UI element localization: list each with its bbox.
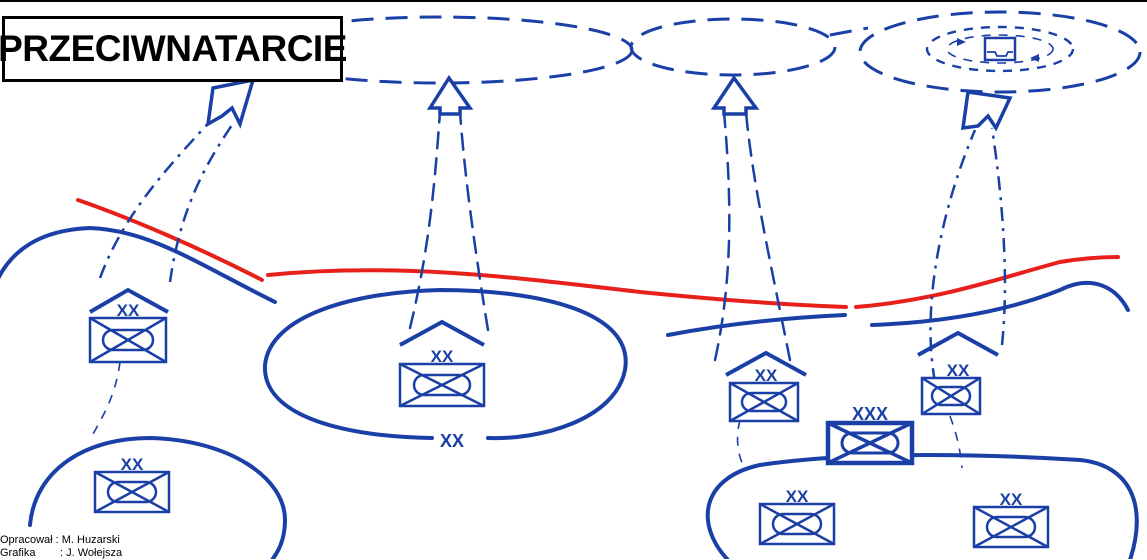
credits-graphics-label: Grafika <box>0 547 36 559</box>
svg-text:XX: XX <box>117 301 140 320</box>
division-unit-6: XX <box>758 487 836 546</box>
svg-text:XX: XX <box>121 455 144 474</box>
division-unit-7: XX <box>972 490 1050 549</box>
svg-text:XXX: XXX <box>852 404 888 424</box>
division-unit-3: XX <box>725 350 807 423</box>
friendly-line-right-a <box>666 313 847 337</box>
svg-text:XX: XX <box>431 347 454 366</box>
objective-connector <box>829 26 869 37</box>
counterattack-arrow-4-head <box>960 90 1013 132</box>
credits: Opracował : M. Huzarski Grafika : J. Wołe… <box>0 534 122 560</box>
unit-link-right-2 <box>949 415 963 469</box>
enemy-hq-objective <box>925 25 1075 73</box>
friendly-line-left <box>0 225 277 304</box>
counterattack-axis-3-left <box>713 110 731 362</box>
svg-text:XX: XX <box>755 366 778 385</box>
front-line-left <box>76 198 264 282</box>
credits-author-value: M. Huzarski <box>61 534 120 546</box>
counterattack-arrow-3-head <box>710 74 760 116</box>
boundary-label: XX <box>440 431 464 451</box>
reserve-area-center <box>262 287 628 441</box>
svg-text:XX: XX <box>1000 490 1023 509</box>
credits-graphics-row: Grafika : J. Wołejsza <box>0 547 122 560</box>
credits-graphics-value: : J. Wołejsza <box>60 547 123 559</box>
title-box: PRZECIWNATARCIE <box>0 16 347 82</box>
unit-link-right-1 <box>736 419 746 471</box>
reserve-area-bottom-right <box>705 453 1139 559</box>
objective-ellipse-3 <box>858 10 1142 94</box>
counterattack-axis-4-right <box>990 127 1007 346</box>
diagram-title: PRZECIWNATARCIE <box>0 28 347 69</box>
svg-text:XX: XX <box>786 487 809 506</box>
credits-author-row: Opracował : M. Huzarski <box>0 534 122 547</box>
counterattack-axis-2-right <box>458 110 490 332</box>
corps-unit: XXX <box>825 404 915 466</box>
objective-ellipse-2 <box>629 17 837 77</box>
reserve-area-bottom-left <box>28 435 288 559</box>
unit-link-left <box>89 361 121 441</box>
counterattack-axis-1-right <box>168 124 234 283</box>
counterattack-axis-2-left <box>408 110 442 330</box>
division-unit-1: XX <box>88 287 169 364</box>
svg-text:XX: XX <box>947 361 970 380</box>
division-unit-2: XX <box>398 319 486 408</box>
counterattack-axis-1-left <box>98 117 214 279</box>
counterattack-arrow-1-head <box>205 77 256 129</box>
counterattack-arrow-2-head <box>426 74 474 116</box>
front-line-right <box>854 255 1120 309</box>
credits-author-label: Opracował : <box>0 534 59 546</box>
friendly-line-right-b <box>870 280 1130 327</box>
division-unit-4: XX <box>917 330 999 416</box>
division-unit-5: XX <box>93 455 171 514</box>
counterattack-axis-3-right <box>744 110 792 362</box>
